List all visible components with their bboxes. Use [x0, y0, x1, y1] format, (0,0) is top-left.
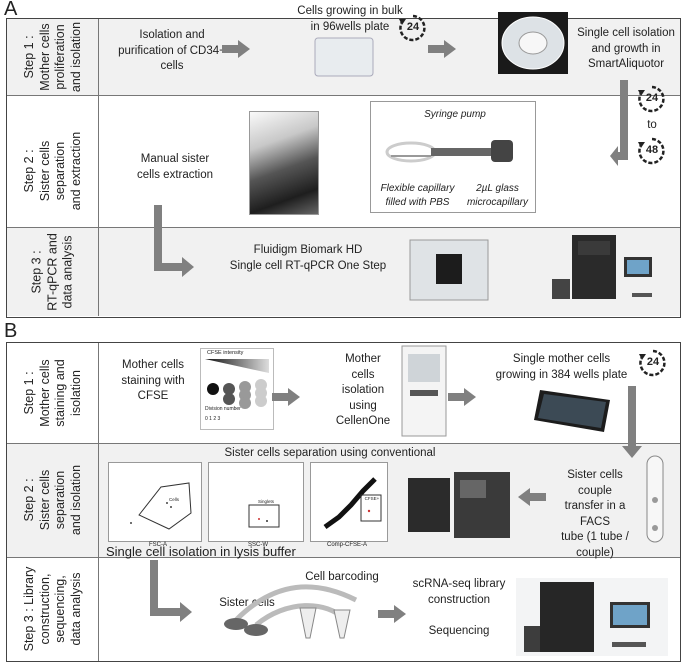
single-384-text: Single mother cells growing in 384 wells… — [495, 353, 628, 381]
arrow-left-icon — [518, 488, 546, 506]
panel-letter-b: B — [4, 320, 18, 342]
mother-isolation-text: Mother cells isolation using CellenOne — [335, 353, 391, 428]
facs-plot-2: Singlets — [208, 462, 304, 542]
panel-b-row-1: Step 1 : Mother cells staining and isola… — [7, 343, 680, 443]
glass-capillary-label: 2µL glass microcapillary — [466, 183, 529, 208]
cellenone-instrument-icon — [401, 345, 447, 437]
arrow-right-icon — [428, 40, 456, 58]
cfse-division-graphic: CFSE intensity Division number 0 1 2 3 — [200, 348, 274, 430]
single-cell-isolation-text: Single cell isolation and growth in Smar… — [577, 27, 675, 71]
facs-plot-1: Cells — [108, 462, 202, 542]
cell-barcoding-text: Cell barcoding — [305, 571, 379, 583]
plot-3-xlabel: Comp-CFSE-A — [326, 542, 367, 548]
panel-b-step-1-label: Step 1 : Mother cells staining and isola… — [21, 359, 83, 427]
panel-a-step-3-label: Step 3 : RT-qPCR and data analysis — [29, 232, 75, 311]
panel-b-step-3-label: Step 3 : Library construction, sequencin… — [21, 566, 83, 652]
timer-24-label: 24 — [406, 21, 420, 33]
plot-1-xlabel: FSC-A — [149, 542, 167, 548]
panel-a-row-2: Step 2 : Sister cells separation and ext… — [7, 95, 680, 247]
library-construction-text: scRNA-seq library construction Sequencin… — [412, 578, 506, 637]
arrow-down-left-icon — [610, 80, 628, 166]
arrow-right-icon — [378, 605, 406, 623]
timer-48-label: 48 — [645, 144, 659, 156]
smartaliquotor-icon — [498, 12, 568, 74]
timer-to-label: to — [647, 119, 657, 131]
chip-icon — [409, 239, 489, 301]
fluidigm-text: Fluidigm Biomark HD Single cell RT-qPCR … — [229, 244, 387, 272]
syringe-pump-photo — [370, 101, 536, 213]
barcoding-tube-icon — [224, 584, 358, 639]
mother-staining-text: Mother cells staining with CFSE — [121, 359, 185, 403]
lysis-buffer-text: Single cell isolation in lysis buffer — [106, 544, 296, 559]
panel-b-step-2-label: Step 2 : Sister cells separation and iso… — [21, 464, 83, 536]
biomark-instrument-icon — [552, 235, 652, 299]
arrow-down-right-icon — [150, 560, 192, 622]
arrow-right-icon — [272, 388, 300, 406]
panel-letter-a: A — [4, 0, 18, 20]
facs-instrument-icon — [408, 472, 510, 538]
arrow-right-icon — [448, 388, 476, 406]
arrow-down-icon — [622, 386, 642, 458]
facs-plot-3: CFSE+ — [310, 462, 388, 542]
syringe-pump-label: Syringe pump — [424, 109, 486, 120]
flexible-capillary-label: Flexible capillary filled with PBS — [380, 183, 455, 208]
bulk-growth-text: Cells growing in bulk in 96wells plate — [297, 5, 403, 33]
facs-tube-icon — [646, 455, 664, 543]
timer-24-label: 24 — [645, 92, 659, 104]
microscope-photo — [249, 111, 319, 215]
couple-transfer-text: Sister cells couple transfer in a FACS t… — [561, 469, 629, 559]
panel-b-row-3: Step 3 : Library construction, sequencin… — [7, 557, 680, 661]
clock-arrow-icon — [638, 137, 665, 165]
manual-extraction-text: Manual sister cells extraction — [136, 153, 214, 181]
isolation-purification-text: Isolation and purification of CD34+ cell… — [118, 29, 226, 73]
plate-384-icon — [534, 390, 610, 432]
panel-a-frame: Step 1 : Mother cells proliferation and … — [6, 18, 681, 318]
sequencer-icon — [516, 578, 668, 656]
timer-24-label: 24 — [646, 356, 660, 368]
arrow-down-right-icon — [154, 205, 194, 277]
clock-arrow-icon — [638, 85, 665, 113]
plate-icon — [314, 37, 374, 77]
plot-2-xlabel: SSC-W — [248, 542, 268, 548]
panel-a-row-3: Step 3 : RT-qPCR and data analysis — [7, 227, 680, 316]
clock-arrow-icon — [399, 14, 426, 42]
arrow-right-icon — [222, 40, 250, 58]
clock-arrow-icon — [639, 349, 666, 377]
